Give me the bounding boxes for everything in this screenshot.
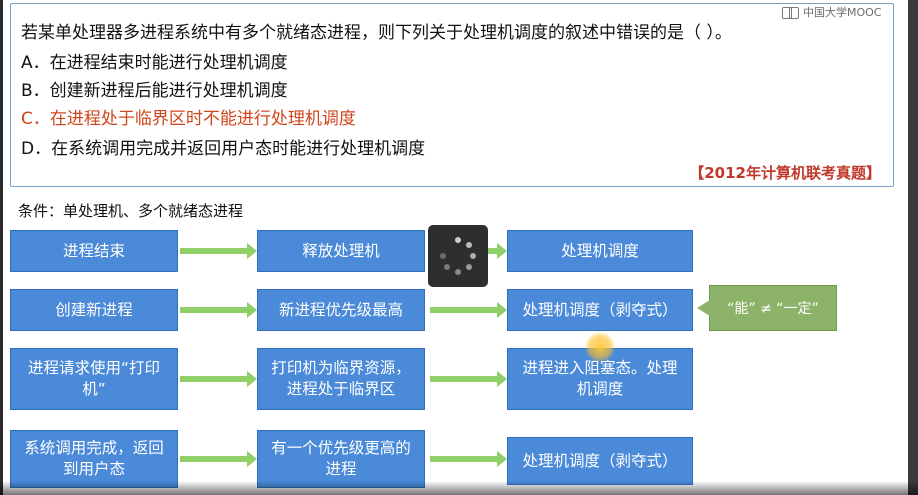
flow-arrow-4a (180, 451, 257, 467)
spinner-dot (444, 264, 450, 270)
flow-cause-4: 系统调用完成，返回到用户态 (10, 430, 178, 488)
window-frame-right (908, 0, 918, 495)
flow-result-1: 处理机调度 (507, 230, 693, 272)
spinner-dot (470, 253, 476, 259)
flow-middle-2: 新进程优先级最高 (257, 289, 425, 331)
question-stem: 若某单处理器多进程系统中有多个就绪态进程，则下列关于处理机调度的叙述中错误的是（… (21, 23, 732, 43)
window-frame-left (0, 0, 3, 495)
option-b: B．创建新进程后能进行处理机调度 (21, 81, 288, 101)
flow-arrow-2a (180, 302, 257, 318)
flow-arrow-3a (180, 371, 257, 387)
flow-cause-1: 进程结束 (10, 230, 178, 272)
spinner-dot (455, 237, 461, 243)
flow-arrow-1a (180, 243, 257, 259)
flow-cause-3: 进程请求使用“打印机” (10, 348, 178, 410)
flow-arrow-2b (430, 302, 507, 318)
flow-cause-2: 创建新进程 (10, 289, 178, 331)
mooc-logo-text: 中国大学MOOC (803, 6, 882, 19)
spinner-dot (466, 264, 472, 270)
loading-spinner-icon (428, 225, 488, 287)
mooc-logo-icon (782, 6, 800, 19)
flow-middle-3: 打印机为临界资源，进程处于临界区 (257, 348, 425, 410)
flow-middle-4: 有一个优先级更高的进程 (257, 430, 425, 488)
question-box: 若某单处理器多进程系统中有多个就绪态进程，则下列关于处理机调度的叙述中错误的是（… (10, 3, 894, 187)
option-c: C．在进程处于临界区时不能进行处理机调度 (21, 109, 356, 129)
spinner-dot (466, 242, 472, 248)
option-d: D．在系统调用完成并返回用户态时能进行处理机调度 (21, 139, 426, 159)
flow-result-2: 处理机调度（剥夺式） (507, 289, 693, 331)
flow-arrow-3b (430, 371, 507, 387)
flow-result-4: 处理机调度（剥夺式） (507, 437, 693, 485)
mooc-logo: 中国大学MOOC (782, 4, 882, 20)
option-a: A．在进程结束时能进行处理机调度 (21, 53, 288, 73)
condition-label: 条件：单处理机、多个就绪态进程 (18, 202, 244, 220)
spinner-dot (440, 253, 446, 259)
flow-middle-1: 释放处理机 (257, 230, 425, 272)
mouse-pointer-highlight (585, 332, 615, 362)
spinner-dot (455, 269, 461, 275)
callout-note: “能” ≠ “一定” (697, 285, 837, 331)
question-source: 【2012年计算机联考真题】 (689, 164, 881, 182)
flow-arrow-4b (430, 451, 507, 467)
video-bottom-shade (0, 481, 918, 495)
